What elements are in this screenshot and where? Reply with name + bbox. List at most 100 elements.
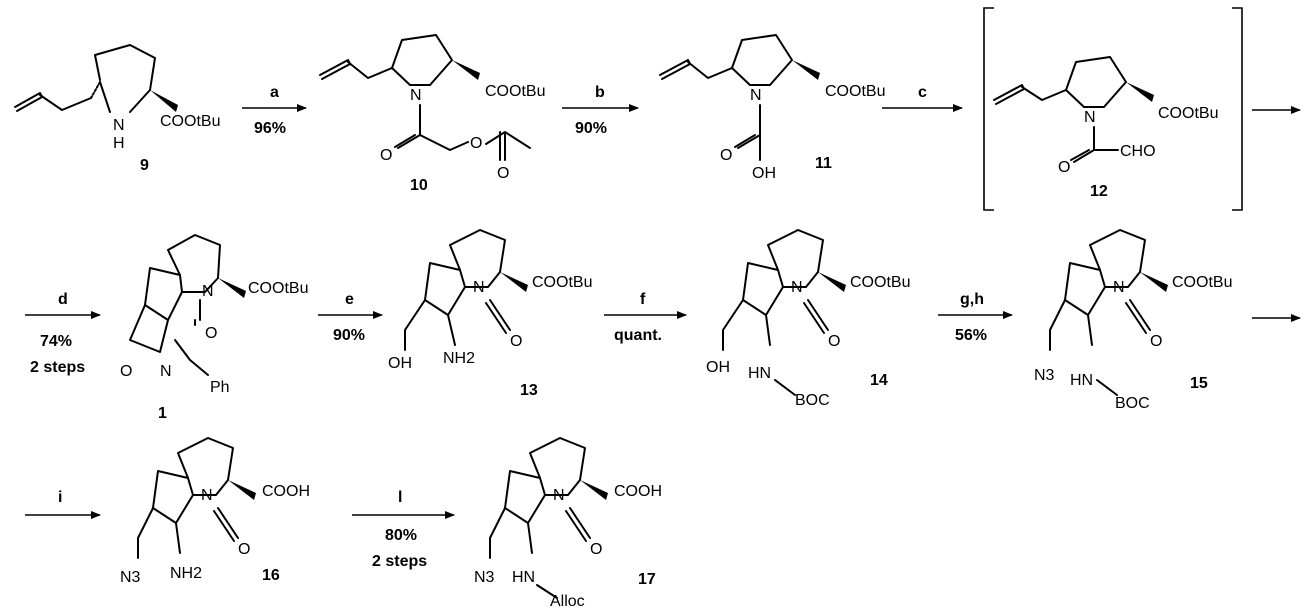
svg-text:COOtBu: COOtBu	[532, 274, 592, 291]
svg-text:NH2: NH2	[443, 350, 475, 367]
compound-14: N O OH HN BOC COOtBu 14	[706, 229, 910, 409]
compound-9: N H COOtBu 9	[14, 44, 220, 174]
ester-label: COOtBu	[160, 113, 220, 130]
svg-text:quant.: quant.	[614, 327, 662, 344]
step-c: c	[882, 84, 963, 112]
right-bracket	[1232, 7, 1243, 211]
svg-text:OH: OH	[706, 359, 730, 376]
svg-text:HN: HN	[512, 569, 535, 586]
svg-text:N3: N3	[120, 569, 141, 586]
svg-text:OH: OH	[388, 355, 412, 372]
svg-text:O: O	[510, 333, 522, 350]
svg-text:O: O	[497, 165, 509, 182]
svg-text:90%: 90%	[575, 120, 607, 137]
svg-text:O: O	[720, 147, 732, 164]
svg-text:90%: 90%	[333, 327, 365, 344]
svg-text:OH: OH	[752, 165, 776, 182]
svg-text:17: 17	[638, 571, 656, 588]
compound-10: N O O O COOtBu 10	[319, 34, 545, 194]
svg-text:N3: N3	[474, 569, 495, 586]
svg-text:COOtBu: COOtBu	[485, 83, 545, 100]
step-a: a 96%	[242, 84, 307, 137]
svg-text:N: N	[553, 487, 565, 504]
svg-text:O: O	[380, 147, 392, 164]
svg-text:HN: HN	[1070, 372, 1093, 389]
svg-text:O: O	[205, 325, 217, 342]
svg-text:COOH: COOH	[262, 483, 310, 500]
svg-text:12: 12	[1090, 183, 1108, 200]
svg-text:16: 16	[262, 567, 280, 584]
svg-text:N: N	[1084, 109, 1096, 126]
svg-text:13: 13	[520, 382, 538, 399]
svg-text:O: O	[120, 363, 132, 380]
svg-text:N: N	[201, 487, 213, 504]
svg-text:O: O	[1150, 333, 1162, 350]
svg-text:d: d	[58, 291, 68, 308]
svg-text:80%: 80%	[385, 527, 417, 544]
svg-text:Alloc: Alloc	[550, 593, 585, 608]
svg-text:c: c	[918, 84, 927, 101]
svg-text:N: N	[160, 363, 172, 380]
svg-text:14: 14	[870, 372, 888, 389]
svg-text:1: 1	[158, 405, 167, 422]
compound-17: N O N3 HN Alloc COOH 17	[474, 437, 662, 608]
svg-text:b: b	[595, 84, 605, 101]
step-i: i	[25, 489, 101, 519]
svg-text:O: O	[470, 135, 482, 152]
compound-1: N O O N Ph COOtBu 1	[120, 234, 308, 422]
compound-16: N O N3 NH2 COOH 16	[120, 437, 310, 586]
svg-text:e: e	[345, 291, 354, 308]
step-b: b 90%	[562, 84, 639, 137]
svg-text:BOC: BOC	[1115, 395, 1150, 412]
svg-text:COOtBu: COOtBu	[1158, 105, 1218, 122]
svg-text:CHO: CHO	[1120, 143, 1156, 160]
svg-text:O: O	[828, 333, 840, 350]
svg-text:O: O	[238, 541, 250, 558]
compound-12: N O CHO COOtBu 12	[983, 7, 1243, 211]
reagent-label: a	[270, 84, 279, 101]
svg-text:N: N	[750, 87, 762, 104]
svg-text:COOtBu: COOtBu	[850, 274, 910, 291]
svg-text:i: i	[58, 489, 62, 506]
svg-text:O: O	[1058, 159, 1070, 176]
svg-text:g,h: g,h	[960, 291, 984, 308]
step-d: d 74% 2 steps	[25, 291, 101, 376]
svg-text:COOtBu: COOtBu	[248, 280, 308, 297]
svg-text:15: 15	[1190, 375, 1208, 392]
svg-text:11: 11	[815, 155, 832, 172]
yield-label: 96%	[254, 120, 286, 137]
step-gh: g,h 56%	[938, 291, 1013, 344]
left-bracket	[983, 7, 994, 211]
svg-text:N3: N3	[1034, 367, 1055, 384]
compound-number: 9	[140, 157, 149, 174]
step-f: f quant.	[604, 291, 687, 344]
svg-text:COOtBu: COOtBu	[1172, 274, 1232, 291]
svg-text:74%: 74%	[40, 333, 72, 350]
svg-text:N: N	[791, 279, 803, 296]
svg-text:10: 10	[410, 177, 428, 194]
atom-h: H	[113, 135, 125, 152]
svg-text:N: N	[473, 279, 485, 296]
svg-text:f: f	[640, 291, 646, 308]
step-e: e 90%	[318, 291, 383, 344]
svg-text:BOC: BOC	[795, 392, 830, 409]
svg-text:COOtBu: COOtBu	[825, 83, 885, 100]
compound-15: N O N3 HN BOC COOtBu 15	[1034, 229, 1232, 412]
svg-text:N: N	[202, 283, 214, 300]
atom-n: N	[113, 117, 125, 134]
svg-text:N: N	[1113, 279, 1125, 296]
svg-text:2 steps: 2 steps	[30, 359, 85, 376]
svg-text:NH2: NH2	[170, 565, 202, 582]
svg-text:N: N	[410, 87, 422, 104]
svg-text:O: O	[590, 541, 602, 558]
compound-13: N O OH NH2 COOtBu 13	[388, 229, 592, 399]
compound-11: N O OH COOtBu 11	[659, 34, 885, 182]
svg-text:56%: 56%	[955, 327, 987, 344]
svg-text:l: l	[398, 489, 402, 506]
wedge-bond	[150, 90, 178, 112]
svg-text:Ph: Ph	[210, 379, 230, 396]
svg-text:HN: HN	[748, 365, 771, 382]
svg-text:COOH: COOH	[614, 483, 662, 500]
